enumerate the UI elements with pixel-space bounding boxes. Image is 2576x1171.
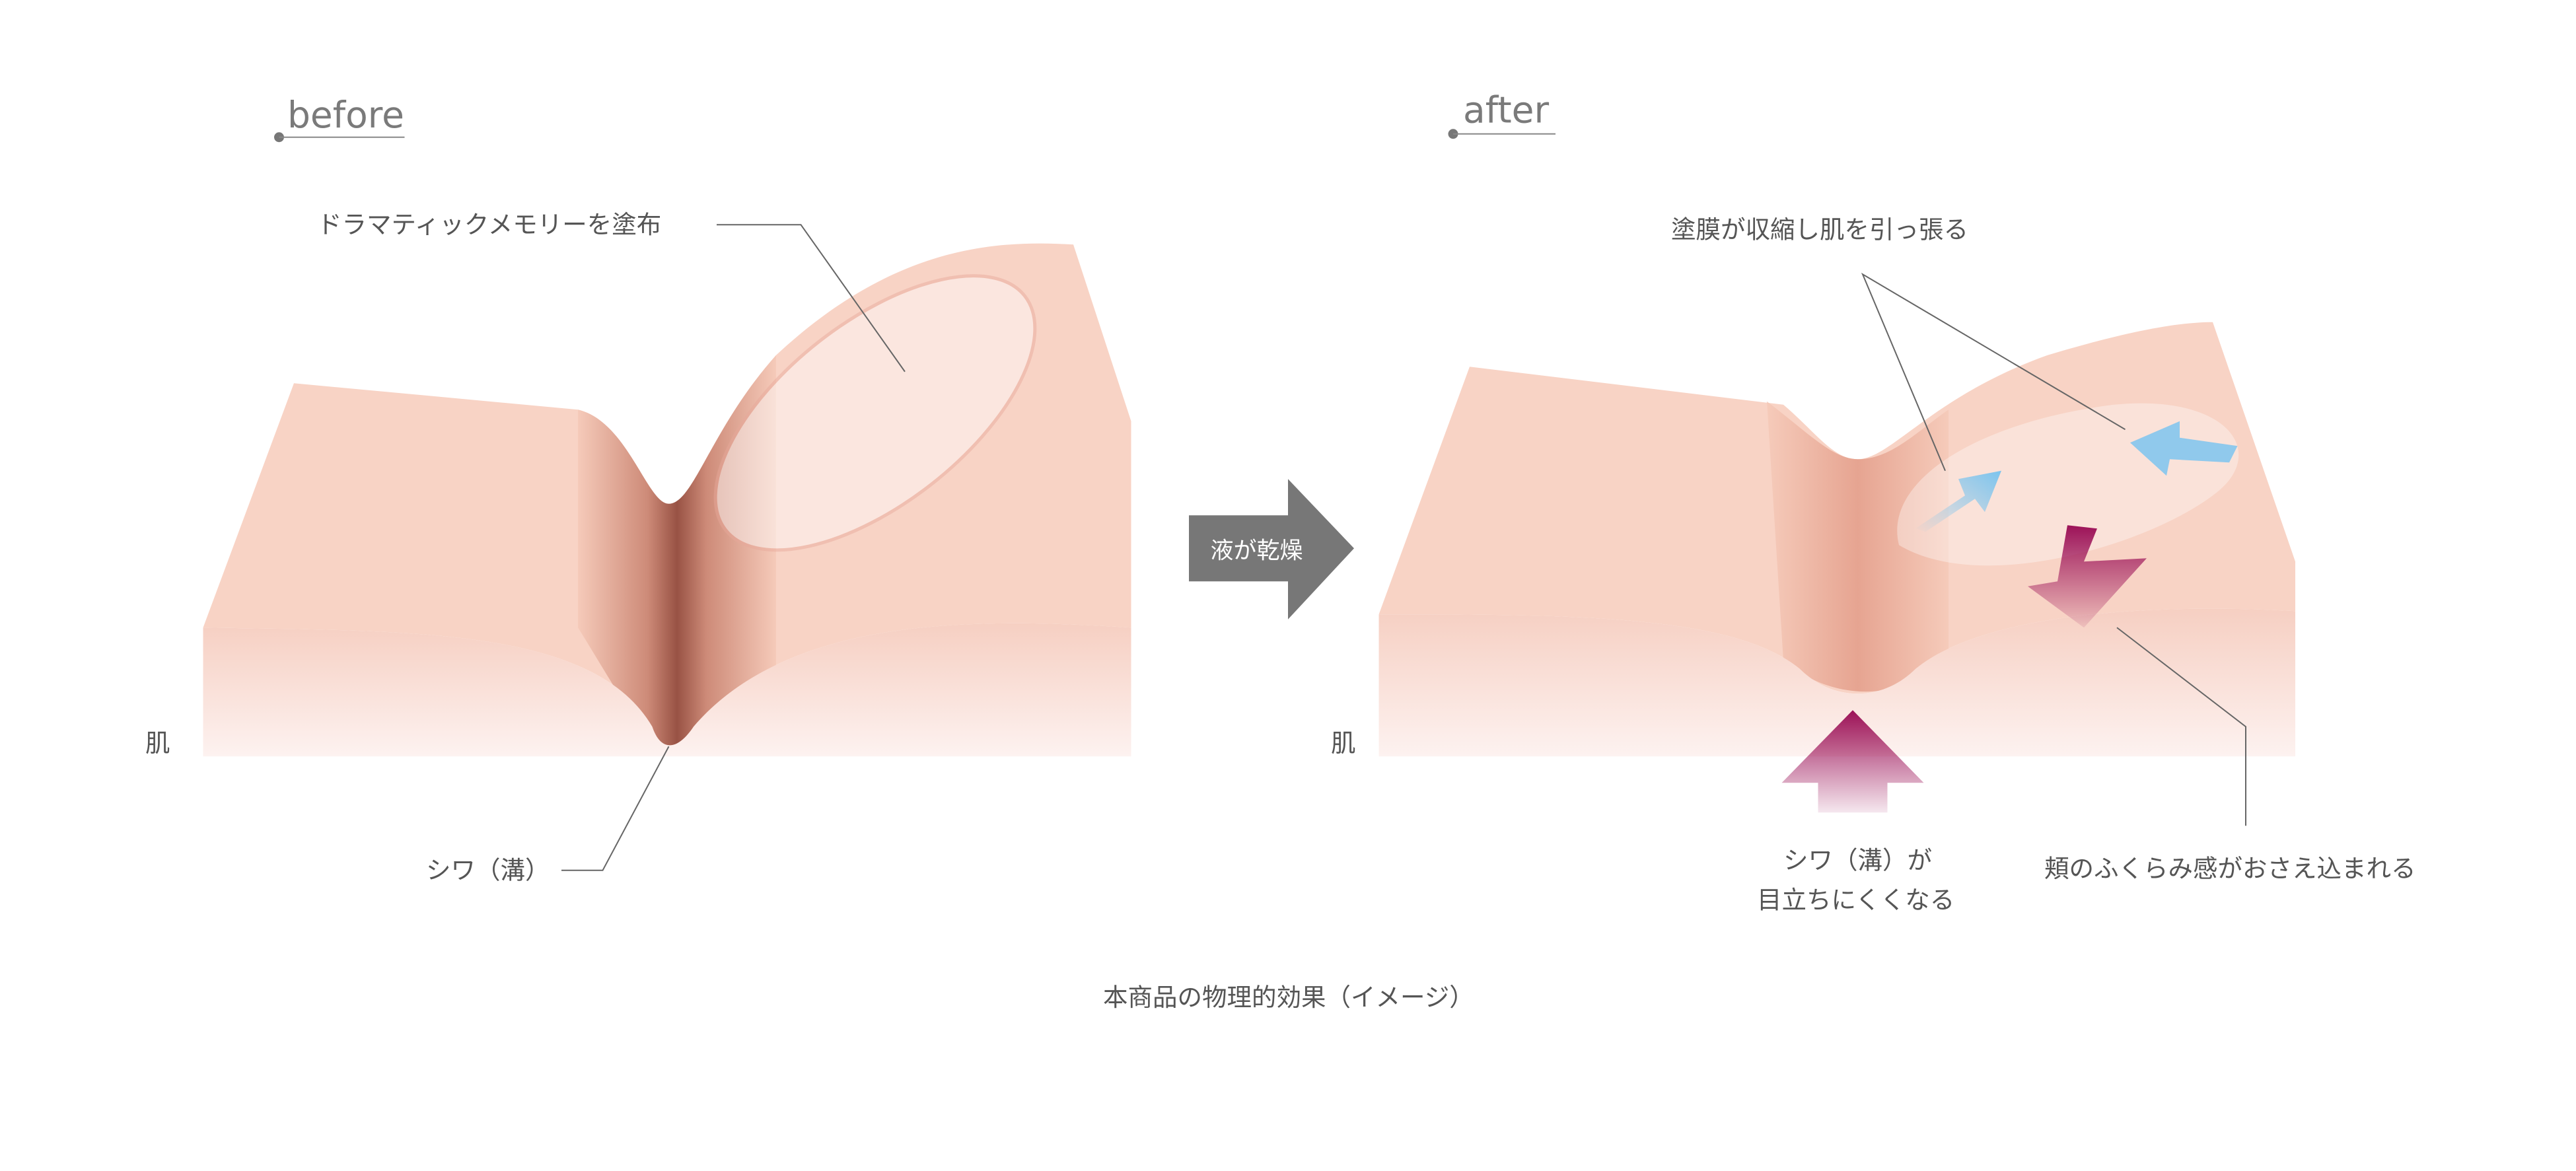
cheek-label: 頬のふくらみ感がおさえ込まれる [2044, 854, 2416, 883]
drying-label: 液が乾燥 [1211, 538, 1303, 564]
magenta-arrow-down-icon [2028, 525, 2147, 628]
blue-arrow-left-icon [2130, 421, 2238, 476]
callout-film-label: 塗膜が収縮し肌を引っ張る [1671, 215, 1968, 244]
after-wrinkle-label-line1: シワ（溝）が [1783, 845, 1932, 874]
before-skin-block [203, 243, 1131, 757]
blue-arrow-right-icon [1915, 470, 2001, 532]
applied-film [713, 274, 1037, 552]
after-skin-block [1378, 322, 2295, 813]
callout-apply-leader [717, 224, 906, 373]
before-wrinkle-leader [561, 746, 670, 871]
caption: 本商品の物理的効果（イメージ） [1103, 983, 1474, 1012]
cheek-leader [2116, 627, 2246, 826]
drying-arrow: 液が乾燥 [1189, 479, 1354, 620]
before-wrinkle-label: シワ（溝） [426, 855, 550, 884]
callout-apply-label: ドラマティックメモリーを塗布 [317, 210, 661, 239]
before-skin-label: 肌 [145, 728, 170, 758]
before-heading: before [287, 94, 404, 136]
callout-film-leader [1861, 272, 2126, 472]
after-skin-label: 肌 [1331, 728, 1356, 758]
magenta-arrow-up-icon [1781, 710, 1924, 813]
after-wrinkle-label-line2: 目立ちにくくなる [1757, 885, 1954, 914]
after-heading: after [1463, 89, 1550, 131]
